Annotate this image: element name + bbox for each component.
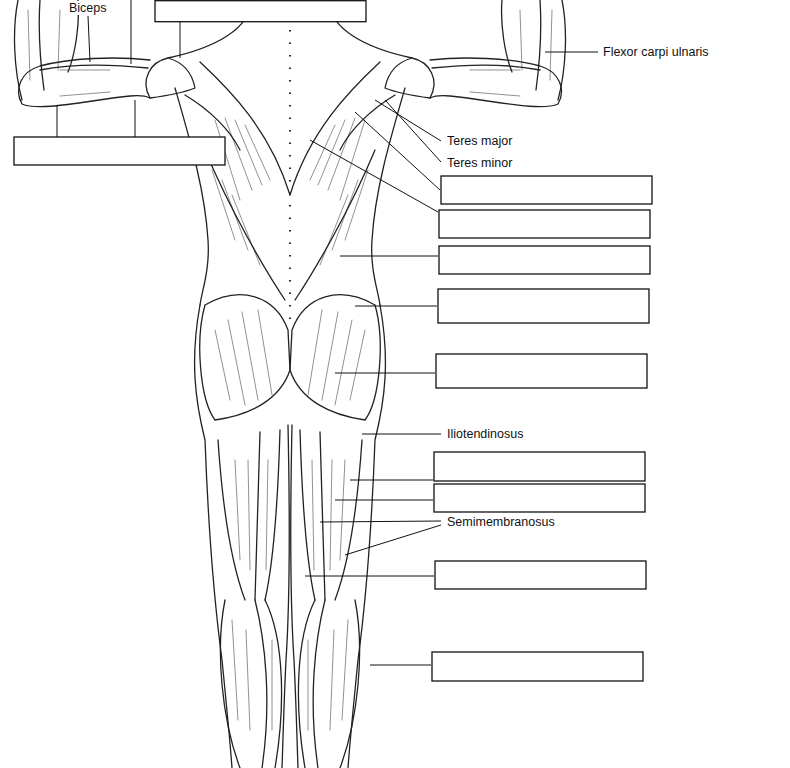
leader-line <box>305 576 434 577</box>
muscle-label: Biceps <box>68 1 108 15</box>
leader-line <box>57 105 58 137</box>
leader-line <box>320 521 441 522</box>
blank-label-box <box>438 289 649 323</box>
leader-line <box>335 500 433 501</box>
leader-line <box>362 434 441 435</box>
leader-line <box>370 665 431 666</box>
leader-line <box>88 16 90 62</box>
leader-line <box>375 100 441 141</box>
spine-dots <box>289 30 291 330</box>
blank-label-box <box>435 561 646 589</box>
leader-line <box>335 373 435 374</box>
blank-label-box <box>155 1 366 22</box>
leader-line <box>135 100 136 137</box>
leader-line <box>385 100 441 162</box>
blank-label-box <box>436 354 647 388</box>
blank-label-box <box>439 246 650 274</box>
muscle-label: Teres minor <box>446 156 513 170</box>
leader-line <box>345 525 441 555</box>
leader-line <box>545 52 598 53</box>
leader-line <box>340 256 438 257</box>
leader-line <box>355 112 440 190</box>
leader-line <box>180 22 181 58</box>
muscle-label: Iliotendinosus <box>446 427 524 441</box>
muscle-label: Semimembranosus <box>446 515 556 529</box>
leader-line <box>355 306 437 307</box>
blank-label-box <box>14 137 225 165</box>
blank-label-box <box>434 484 645 512</box>
leader-line <box>310 140 438 212</box>
leader-line <box>131 0 132 64</box>
leader-line <box>350 480 433 481</box>
blank-label-box <box>441 176 652 204</box>
left-half-body <box>15 0 290 768</box>
muscle-label: Teres major <box>446 134 513 148</box>
blank-label-box <box>434 452 645 481</box>
muscle-label: Flexor carpi ulnaris <box>602 45 710 59</box>
blank-label-box <box>432 652 643 681</box>
blank-label-box <box>439 210 650 238</box>
